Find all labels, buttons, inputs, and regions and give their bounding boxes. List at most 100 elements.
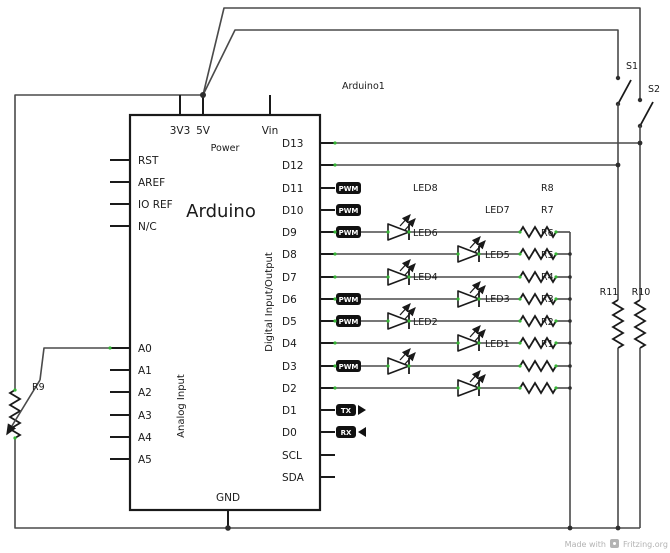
pin-label-5v: 5V [196, 125, 211, 137]
tx-tag [336, 404, 356, 416]
pin-label-gnd: GND [216, 492, 240, 504]
pwm-tag [336, 226, 361, 238]
pwm-tag-label: PWM [339, 363, 359, 371]
pin-label-scl: SCL [282, 450, 302, 462]
pin-stubs [110, 95, 335, 528]
pin-label-a4: A4 [138, 432, 152, 444]
pin-label-d6: D6 [282, 294, 297, 306]
rx-tag [336, 426, 356, 438]
pin-tags: PWM PWM PWM PWM PWM PWM TX RX [336, 182, 366, 438]
led-label: LED6 [413, 228, 438, 239]
led-label: LED7 [485, 205, 510, 216]
wire [14, 438, 640, 529]
resistor-label: R7 [541, 205, 554, 216]
led-row-4: LED4 R4 [333, 272, 570, 330]
tx-arrow-icon [358, 405, 366, 415]
wire [14, 94, 203, 390]
resistor-label: R6 [541, 228, 554, 239]
resistor-label: R1 [541, 339, 554, 350]
led-label: LED1 [485, 339, 510, 350]
pin-label-3v3: 3V3 [170, 125, 191, 137]
pwm-tag-label: PWM [339, 318, 359, 326]
switch-s2: S2 R10 [632, 84, 660, 528]
resistor-icon [519, 336, 557, 350]
pin-label-d8: D8 [282, 249, 297, 261]
wiper-arrow [6, 379, 41, 436]
led-label: LED3 [485, 294, 510, 305]
led-row-5: LED5 R5 [333, 250, 570, 308]
led-icon [457, 245, 480, 263]
resistor-icon [519, 292, 557, 306]
pin-label-a0: A0 [138, 343, 152, 355]
led-icon [457, 334, 480, 352]
power-group-label: Power [211, 143, 240, 154]
potentiometer-r9: R9 [6, 346, 112, 440]
made-with-text: Made with [565, 540, 606, 549]
resistor-icon [519, 359, 557, 373]
footer: Made with Fritzing.org [565, 539, 668, 549]
pin-label-ioref: IO REF [138, 199, 173, 211]
led-row-2: LED2 R2 [333, 317, 570, 375]
resistor-label: R4 [541, 272, 554, 283]
resistor-icon [633, 299, 647, 349]
led-icon [387, 268, 410, 286]
board-designator: Arduino1 [342, 81, 385, 92]
pin-label-vin: Vin [262, 125, 279, 137]
gnd-bus-junctions [567, 252, 573, 531]
resistor-label: R5 [541, 250, 554, 261]
digital-group-label: Digital Input/Output [264, 252, 275, 352]
switch-label: S1 [626, 61, 638, 72]
board-name: Arduino [186, 201, 256, 222]
wire [202, 29, 619, 96]
pwm-tag [336, 182, 361, 194]
pwm-tag-label: PWM [339, 296, 359, 304]
pin-label-sda: SDA [282, 472, 305, 484]
switch-label: S2 [648, 84, 660, 95]
led-icon [457, 290, 480, 308]
led-icon [387, 357, 410, 375]
wire [202, 7, 641, 100]
pwm-tag-label: PWM [339, 229, 359, 237]
resistor-icon [519, 314, 557, 328]
resistor-label: R2 [541, 317, 554, 328]
pin-label-aref: AREF [138, 177, 165, 189]
fritzing-logo-dot [613, 542, 616, 545]
led-row-3: LED3 R3 [333, 294, 570, 352]
board-outline [128, 113, 322, 512]
pin-label-a3: A3 [138, 410, 152, 422]
wire-a0-to-wiper [39, 347, 110, 381]
led-row-7: LED7 R7 [333, 205, 570, 263]
pwm-tag-label: PWM [339, 207, 359, 215]
led-label: LED5 [485, 250, 510, 261]
pin-label-a1: A1 [138, 365, 152, 377]
power-rail-wires [14, 7, 641, 529]
switch-s1: S1 R11 [600, 61, 638, 531]
pin-label-rst: RST [138, 155, 159, 167]
led-icon [457, 379, 480, 397]
analog-group-label: Analog Input [176, 374, 187, 438]
pin-label-d7: D7 [282, 272, 297, 284]
led-row-6: LED6 R6 [333, 228, 570, 286]
led-label: LED8 [413, 183, 438, 194]
resistor-icon [519, 381, 557, 395]
pin-label-a2: A2 [138, 387, 152, 399]
pwm-tag [336, 293, 361, 305]
pwm-tag [336, 360, 361, 372]
rx-tag-label: RX [341, 429, 352, 437]
pin-label-d12: D12 [282, 160, 303, 172]
pin-label-d13: D13 [282, 138, 303, 150]
pin-label-d0: D0 [282, 427, 297, 439]
led-icon [387, 312, 410, 330]
pin-label-a5: A5 [138, 454, 152, 466]
led-label: LED2 [413, 317, 438, 328]
pwm-tag-label: PWM [339, 185, 359, 193]
switch-lever [617, 79, 632, 105]
pin-label-d4: D4 [282, 338, 297, 350]
pin-label-d9: D9 [282, 227, 297, 239]
resistor-label: R8 [541, 183, 554, 194]
pin-label-d11: D11 [282, 183, 303, 195]
pin-label-nc: N/C [138, 221, 157, 233]
brand-text: Fritzing.org [623, 540, 668, 549]
